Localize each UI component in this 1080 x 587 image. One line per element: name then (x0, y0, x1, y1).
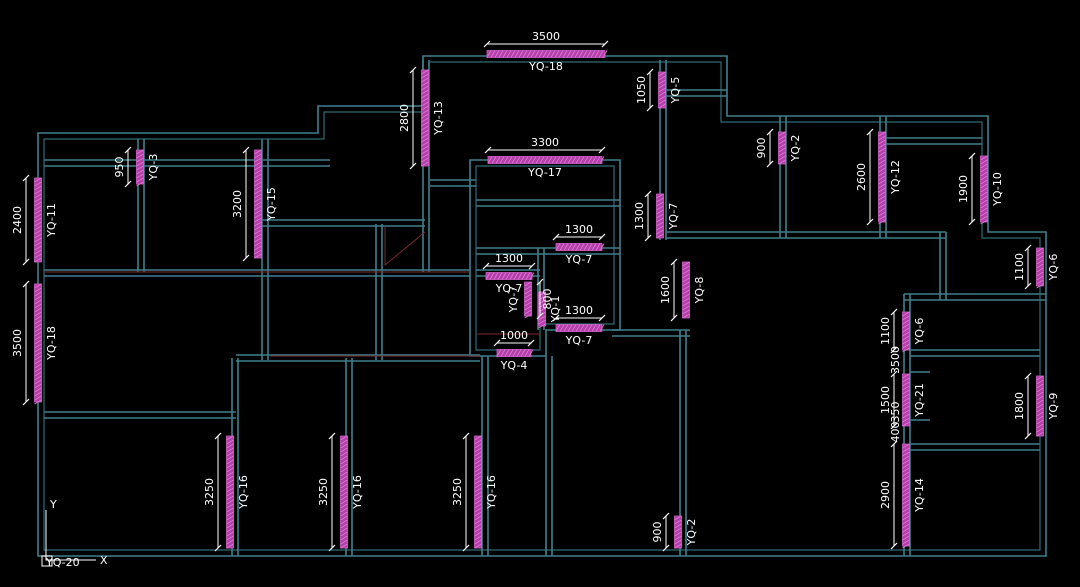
dimension-value: 3500 (11, 329, 24, 357)
dimension-value: 800 (541, 289, 554, 310)
segment-label: YQ-1 (549, 296, 562, 324)
dimension-value: 1500 (879, 386, 892, 414)
dimension-value: 1800 (1013, 392, 1026, 420)
segment-label: YQ-4 (500, 359, 528, 372)
segment-label: YQ-6 (913, 318, 926, 346)
segment-label: YQ-21 (913, 383, 926, 418)
dimension-value: 3250 (317, 478, 330, 506)
ucs-x-label: X (100, 554, 108, 567)
segment-label: YQ-18 (45, 326, 58, 361)
dimension-value: 1300 (565, 223, 593, 236)
segment-label: YQ-18 (528, 60, 563, 73)
segment-label: YQ-3 (147, 154, 160, 182)
segment-label: YQ-10 (991, 172, 1004, 207)
dimension-value: 1300 (495, 252, 523, 265)
dimension-value: 2400 (11, 206, 24, 234)
segment-label: YQ-7 (565, 334, 593, 347)
dimension-value: 1900 (957, 175, 970, 203)
dimension-value: 350 (889, 402, 902, 423)
dimension-value: 2900 (879, 481, 892, 509)
dimension-value: 900 (651, 522, 664, 543)
dimension-value: 1300 (565, 304, 593, 317)
dimension-value: 3500 (532, 30, 560, 43)
segment-label: YQ-2 (685, 519, 698, 547)
ucs-corner-text: YQ-20 (45, 556, 80, 569)
segment-label: YQ-16 (485, 475, 498, 510)
segment-label: YQ-12 (889, 160, 902, 195)
segment-label: YQ-16 (351, 475, 364, 510)
segment-label: YQ-8 (693, 277, 706, 305)
segment-label: YQ-14 (913, 478, 926, 513)
segment-label: YQ-16 (237, 475, 250, 510)
segment-label: YQ-11 (45, 203, 58, 238)
segment-label: YQ-13 (432, 101, 445, 136)
dimension-value: 1100 (1013, 253, 1026, 281)
dimension-value: 1100 (879, 317, 892, 345)
segment-label: YQ-7 (565, 253, 593, 266)
segment-label: YQ-7 (667, 203, 680, 231)
dimension-value: 900 (755, 138, 768, 159)
ucs-y-label: Y (49, 498, 57, 511)
segment-label: YQ-7 (495, 282, 523, 295)
segment-label: YQ-2 (789, 135, 802, 163)
segment-label: YQ-7 (507, 286, 520, 314)
dimension-value: 950 (113, 157, 126, 178)
dimension-value: 1050 (635, 76, 648, 104)
segment-label: YQ-9 (1047, 393, 1060, 421)
dimension-value: 2600 (855, 163, 868, 191)
segment-label: YQ-17 (527, 166, 562, 179)
dimension-value: 2800 (398, 104, 411, 132)
dimension-value: 1600 (659, 276, 672, 304)
dimension-value: 3250 (203, 478, 216, 506)
dimension-value: 400 (889, 422, 902, 443)
segment-label: YQ-15 (265, 187, 278, 222)
dimension-value: 3250 (451, 478, 464, 506)
dimension-value: 1300 (633, 202, 646, 230)
wall-segments (34, 50, 1044, 549)
dimension-value: 3200 (231, 190, 244, 218)
ucs-axis-icon: Y X YQ-20 (41, 498, 108, 569)
dimension-value: 1000 (500, 329, 528, 342)
segment-label: YQ-6 (1047, 254, 1060, 282)
segment-label: YQ-5 (669, 77, 682, 105)
dimension-value: 3500 (889, 346, 902, 374)
dimension-value: 3300 (531, 136, 559, 149)
